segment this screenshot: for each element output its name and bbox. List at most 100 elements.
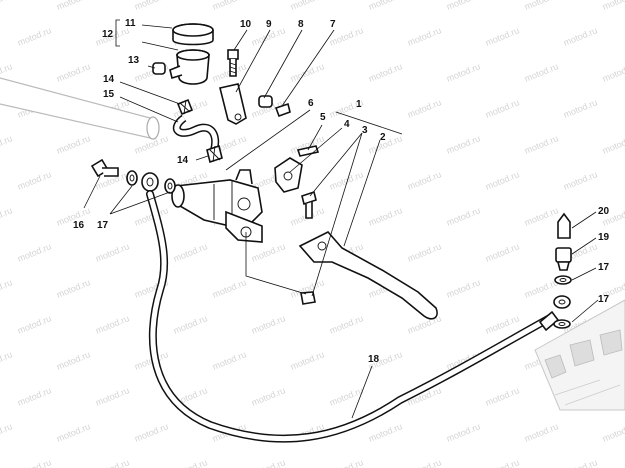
mounting-bracket-part-9 xyxy=(219,83,247,125)
watermark-text: motod.ru xyxy=(562,457,599,468)
watermark-text: motod.ru xyxy=(367,205,404,228)
callout-16: 16 xyxy=(73,220,85,231)
watermark-text: motod.ru xyxy=(172,313,209,336)
watermark-text: motod.ru xyxy=(133,421,170,444)
watermark-text: motod.ru xyxy=(601,133,625,156)
callouts: 1 2 3 4 5 6 7 8 9 10 11 12 13 14 14 15 1… xyxy=(73,18,610,365)
washer-part-17-left-b xyxy=(164,178,176,194)
hose-clamp-part-14-upper xyxy=(176,98,194,116)
watermark-text: motod.ru xyxy=(523,205,560,228)
watermark-text: motod.ru xyxy=(250,241,287,264)
watermark-text: motod.ru xyxy=(250,313,287,336)
watermark-text: motod.ru xyxy=(94,313,131,336)
callout-5: 5 xyxy=(320,112,326,123)
watermark-text: motod.ru xyxy=(55,0,92,12)
watermark-text: motod.ru xyxy=(328,313,365,336)
watermark-text: motod.ru xyxy=(94,241,131,264)
clutch-hose-part-18 xyxy=(146,190,560,443)
washer-part-17-right-b xyxy=(553,319,571,329)
callout-18: 18 xyxy=(368,354,380,365)
watermark-text: motod.ru xyxy=(211,0,248,12)
watermark-text: motod.ru xyxy=(445,0,482,12)
bleed-valve-part-19 xyxy=(555,247,572,271)
watermark-text: motod.ru xyxy=(562,25,599,48)
pivot-bolt-part-5 xyxy=(296,145,320,157)
watermark-text: motod.ru xyxy=(523,421,560,444)
watermark-text: motod.ru xyxy=(0,133,14,156)
watermark-text: motod.ru xyxy=(406,169,443,192)
watermark-text: motod.ru xyxy=(16,169,53,192)
banjo-fitting-right xyxy=(553,295,571,309)
callout-9: 9 xyxy=(266,19,272,30)
watermark-text: motod.ru xyxy=(172,457,209,468)
watermark-text: motod.ru xyxy=(328,385,365,408)
watermark-text: motod.ru xyxy=(445,277,482,300)
callout-12: 12 xyxy=(102,29,114,40)
watermark-text: motod.ru xyxy=(562,169,599,192)
watermark-text: motod.ru xyxy=(367,421,404,444)
watermark-text: motod.ru xyxy=(133,0,170,12)
grommet-part-13 xyxy=(152,62,166,75)
watermark-text: motod.ru xyxy=(55,133,92,156)
callout-15: 15 xyxy=(103,89,115,100)
banjo-bolt-part-16 xyxy=(90,158,119,178)
callout-3: 3 xyxy=(362,125,368,136)
watermark-text: motod.ru xyxy=(0,205,14,228)
watermark-text: motod.ru xyxy=(445,133,482,156)
watermark-text: motod.ru xyxy=(406,25,443,48)
watermark-text: motod.ru xyxy=(211,277,248,300)
watermark-text: motod.ru xyxy=(367,0,404,12)
watermark-text: motod.ru xyxy=(55,61,92,84)
watermark-text: motod.ru xyxy=(523,277,560,300)
callout-8: 8 xyxy=(298,19,304,30)
leader-lines xyxy=(83,19,599,419)
watermark-text: motod.ru xyxy=(523,133,560,156)
spacer-part-8 xyxy=(258,95,273,108)
callout-17-right-b: 17 xyxy=(598,294,610,305)
fluid-reservoir-part-12 xyxy=(169,49,210,85)
watermark-text: motod.ru xyxy=(484,169,521,192)
watermark-text: motod.ru xyxy=(0,421,14,444)
watermark-text: motod.ru xyxy=(94,457,131,468)
watermark-text: motod.ru xyxy=(16,457,53,468)
watermark-text: motod.ru xyxy=(16,25,53,48)
callout-4: 4 xyxy=(344,119,350,130)
watermark-text: motod.ru xyxy=(523,61,560,84)
master-cylinder-body xyxy=(171,169,263,243)
watermark-text: motod.ru xyxy=(289,349,326,372)
banjo-fitting xyxy=(141,172,159,192)
watermark-text: motod.ru xyxy=(484,313,521,336)
watermark-text: motod.ru xyxy=(445,421,482,444)
nut xyxy=(300,291,316,305)
hose-clamp-part-14-lower xyxy=(206,144,223,164)
washer-part-17-right-a xyxy=(554,275,572,285)
watermark-text: motod.ru xyxy=(172,241,209,264)
watermark-text: motod.ru xyxy=(0,349,14,372)
retainer-part-4 xyxy=(274,157,303,193)
watermark-text: motod.ru xyxy=(601,421,625,444)
watermark-text: motod.ru xyxy=(406,241,443,264)
callout-10: 10 xyxy=(240,19,252,30)
callout-11: 11 xyxy=(125,18,136,29)
watermark-text: motod.ru xyxy=(484,241,521,264)
callout-19: 19 xyxy=(598,232,610,243)
watermark-text: motod.ru xyxy=(328,169,365,192)
watermark-text: motod.ru xyxy=(484,25,521,48)
watermark-text: motod.ru xyxy=(406,457,443,468)
watermark-text: motod.ru xyxy=(367,61,404,84)
callout-17-right-a: 17 xyxy=(598,262,610,273)
watermark-text: motod.ru xyxy=(0,0,14,12)
watermark-text: motod.ru xyxy=(16,241,53,264)
reservoir-hose-part-15 xyxy=(172,114,220,152)
washer-part-17-left-a xyxy=(126,170,138,186)
watermark-text: motod.ru xyxy=(601,0,625,12)
watermark-text: motod.ru xyxy=(16,313,53,336)
watermark-text: motod.ru xyxy=(55,421,92,444)
watermark-text: motod.ru xyxy=(250,457,287,468)
pivot-pin-part-3 xyxy=(301,190,317,219)
watermark-text: motod.ru xyxy=(484,97,521,120)
watermark-text: motod.ru xyxy=(289,61,326,84)
watermark-text: motod.ru xyxy=(55,349,92,372)
